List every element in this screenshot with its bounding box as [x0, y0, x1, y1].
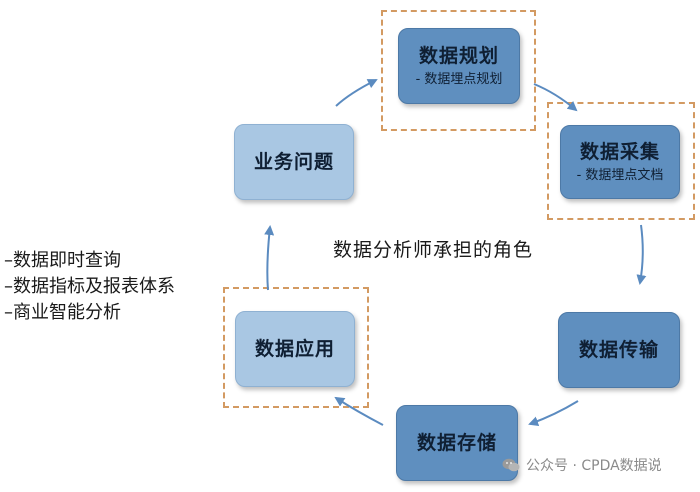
arrow-transmission-to-storage [528, 400, 579, 426]
node-data-storage: 数据存储 [396, 405, 518, 481]
node-data-planning-title: 数据规划 [418, 44, 499, 67]
application-note: –数据指标及报表体系 [4, 276, 175, 297]
center-caption: 数据分析师承担的角色 [333, 239, 534, 261]
node-data-application: 数据应用 [235, 311, 355, 387]
node-data-transmission: 数据传输 [558, 312, 680, 388]
node-data-collection-title: 数据采集 [579, 140, 660, 163]
node-data-planning: 数据规划 - 数据埋点规划 [398, 28, 520, 104]
node-data-application-title: 数据应用 [254, 338, 335, 360]
planning-dashed-frame [381, 10, 536, 131]
node-data-storage-title: 数据存储 [416, 432, 497, 454]
collection-dashed-frame [547, 102, 695, 220]
application-note: –商业智能分析 [4, 302, 121, 323]
node-business-question-title: 业务问题 [253, 151, 334, 173]
node-data-planning-sub: - 数据埋点规划 [415, 71, 503, 87]
watermark-text: 公众号 · CPDA数据说 [526, 458, 662, 474]
application-dashed-frame [223, 287, 369, 408]
node-data-collection: 数据采集 - 数据埋点文档 [560, 125, 680, 199]
application-notes: –数据即时查询 –数据指标及报表体系 –商业智能分析 [4, 248, 175, 326]
node-business-question: 业务问题 [234, 124, 354, 200]
arrow-storage-to-application [334, 396, 384, 426]
application-note: –数据即时查询 [4, 250, 121, 271]
node-data-collection-sub: - 数据埋点文档 [576, 167, 664, 183]
arrow-application-to-business [264, 225, 275, 291]
arrow-collection-to-transmission [636, 224, 647, 285]
arrow-planning-to-collection [533, 83, 578, 112]
node-data-transmission-title: 数据传输 [578, 339, 659, 361]
watermark: 公众号 · CPDA数据说 [502, 455, 662, 475]
arrow-business-to-planning [335, 79, 378, 107]
wechat-icon [502, 458, 520, 472]
